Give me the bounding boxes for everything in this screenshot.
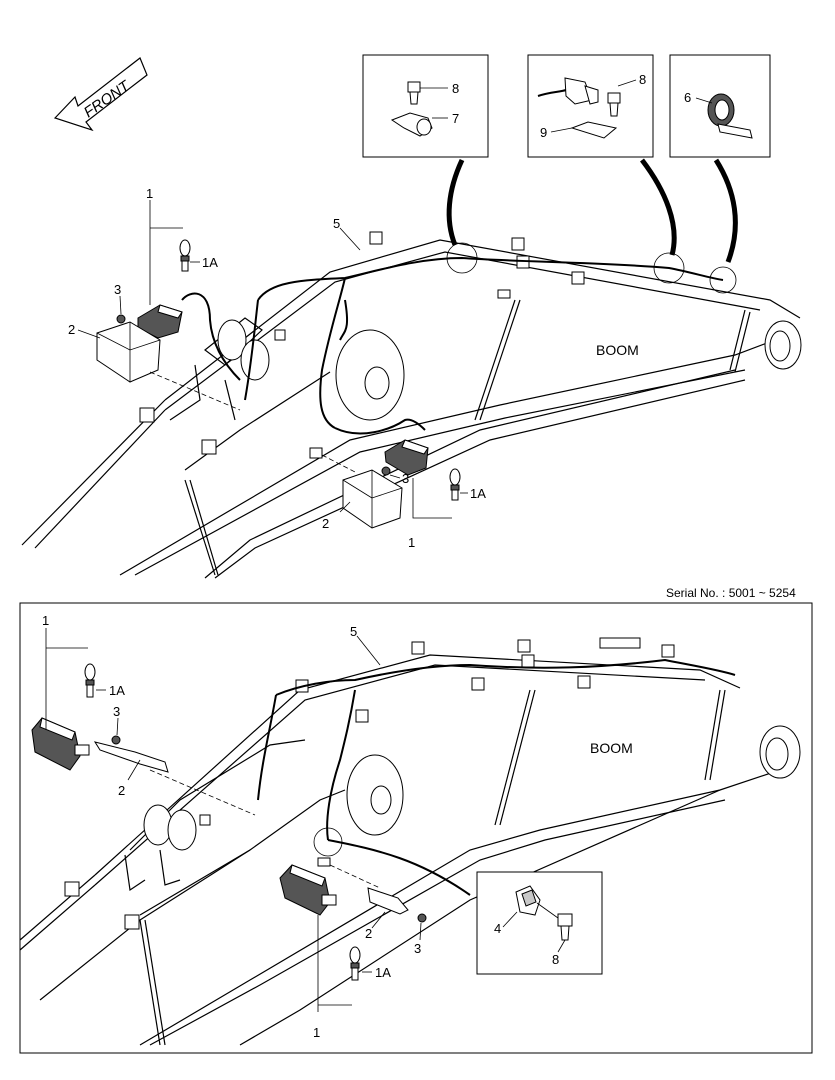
callout-1a: 1A [470,486,486,501]
upper-inset-c: 6 [669,54,771,158]
callout-1: 1 [146,186,153,201]
lamp-bracket-icon [342,469,403,529]
boom-label: BOOM [596,342,639,358]
callout-2: 2 [365,926,372,941]
callout-8: 8 [552,952,559,967]
bolt-icon [116,314,126,324]
lower-boom: BOOM [19,637,801,1046]
lamp-bracket-icon [367,887,409,915]
bolt-icon [381,466,391,476]
callout-1a: 1A [109,683,125,698]
connector-icon [537,77,599,105]
callout-2: 2 [68,322,75,337]
lower-left-lamp: 1 1A 3 2 5 [31,613,381,816]
callout-1: 1 [408,535,415,550]
upper-left-lamp: 1 1A 3 2 5 [68,186,361,411]
callout-8: 8 [639,72,646,87]
callout-5: 5 [350,624,357,639]
lower-frame [19,602,813,1054]
bolt-icon [417,913,427,923]
callout-9: 9 [540,125,547,140]
callout-2: 2 [322,516,329,531]
callout-1: 1 [42,613,49,628]
bulb-icon [84,663,96,698]
lamp-bracket-icon [93,741,169,773]
callout-4: 4 [494,921,501,936]
callout-3: 3 [402,471,409,486]
bolt-icon [557,913,573,941]
serial-number-label: Serial No. : 5001 ~ 5254 [666,586,796,600]
bulb-icon [349,946,361,981]
bolt-icon [407,81,421,105]
upper-right-lamp: 3 1A 2 1 [309,439,486,550]
callout-3: 3 [113,704,120,719]
upper-detail-leaders [446,158,738,294]
callout-1a: 1A [202,255,218,270]
lamp-bracket-icon [96,321,161,383]
callout-1: 1 [313,1025,320,1040]
bolt-icon [607,92,621,117]
upper-boom: BOOM [21,231,802,579]
lower-inset-d: 4 8 [476,871,603,975]
bulb-icon [449,468,461,501]
work-lamp-icon [384,439,429,476]
lower-right-lamp: 2 3 1A 1 [279,857,427,1040]
callout-3: 3 [414,941,421,956]
bracket-plate-icon [570,121,618,139]
callout-3: 3 [114,282,121,297]
callout-7: 7 [452,111,459,126]
upper-inset-b: 8 9 [527,54,654,158]
callout-6: 6 [684,90,691,105]
wire-clip-icon [390,112,433,137]
lower-wiring-harness [257,658,736,896]
upper-wiring-harness [181,256,724,435]
callout-5: 5 [333,216,340,231]
bolt-icon [111,735,121,745]
cable-clamp-icon [707,93,753,139]
callout-2: 2 [118,783,125,798]
callout-1a: 1A [375,965,391,980]
bulb-icon [179,239,191,272]
harness-clip-icon [515,885,541,916]
upper-inset-a: 8 7 [362,54,489,158]
front-arrow: FRONT [53,57,148,132]
work-lamp-icon [279,864,331,916]
callout-8: 8 [452,81,459,96]
work-lamp-icon [31,717,81,771]
boom-label: BOOM [590,740,633,756]
